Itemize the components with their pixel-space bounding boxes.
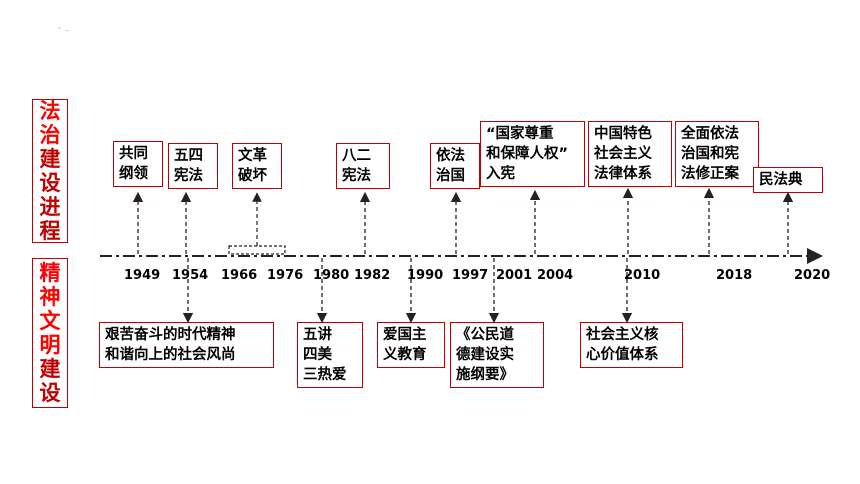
box-line: 和谐向上的社会风尚 <box>105 347 236 363</box>
box-line: 三热爱 <box>303 367 347 383</box>
year-label: 1990 <box>407 268 444 283</box>
box-line: 艰苦奋斗的时代精神 <box>105 327 236 343</box>
box-line: 爱国主 <box>383 327 427 343</box>
char: 精 <box>39 261 61 285</box>
spirit-box-core-values: 社会主义核 心价值体系 <box>580 322 683 368</box>
event-box-civil-code: 民法典 <box>753 167 823 193</box>
box-line: 五四 <box>174 148 203 164</box>
box-line: 法修正案 <box>681 166 739 182</box>
box-line: 全面依法 <box>681 126 739 142</box>
box-line: 文革 <box>238 148 267 164</box>
year-label: 2001 <box>496 268 533 283</box>
event-box-human-rights: “国家尊重 和保障人权” 入宪 <box>480 121 585 187</box>
box-line: 德建设实 <box>456 347 514 363</box>
year-label: 1980 <box>313 268 350 283</box>
char: 神 <box>39 285 61 309</box>
year-label: 2010 <box>624 268 661 283</box>
box-line: 八二 <box>342 148 371 164</box>
spirit-box-civic-morality: 《公民道 德建设实 施纲要》 <box>450 322 544 388</box>
year-label: 1966 <box>221 268 258 283</box>
char: 进 <box>39 195 61 219</box>
char: 建 <box>39 147 61 171</box>
box-line: 社会主义 <box>594 146 652 162</box>
year-label: 2018 <box>716 268 753 283</box>
decor-dots: · . <box>58 24 69 33</box>
event-box-1954-constitution: 五四 宪法 <box>168 143 218 189</box>
char: 文 <box>39 309 61 333</box>
event-box-1982-constitution: 八二 宪法 <box>336 143 390 189</box>
box-line: 治国和宪 <box>681 146 739 162</box>
event-box-rule-of-law: 依法 治国 <box>430 143 480 189</box>
spirit-box-hard-work: 艰苦奋斗的时代精神 和谐向上的社会风尚 <box>99 322 274 368</box>
spirit-box-patriotic-education: 爱国主 义教育 <box>377 322 445 368</box>
char: 明 <box>39 333 61 357</box>
char: 程 <box>39 219 61 243</box>
box-line: 共同 <box>119 146 148 162</box>
box-line: 社会主义核 <box>586 327 659 343</box>
event-box-legal-system: 中国特色 社会主义 法律体系 <box>588 121 672 187</box>
char: 设 <box>39 381 61 405</box>
box-line: 宪法 <box>174 168 203 184</box>
char: 建 <box>39 357 61 381</box>
spiritual-civilization-label: 精 神 文 明 建 设 <box>32 258 68 408</box>
year-label: 2004 <box>537 268 574 283</box>
box-line: 治国 <box>436 168 465 184</box>
box-line: 宪法 <box>342 168 371 184</box>
event-box-common-program: 共同 纲领 <box>113 141 163 187</box>
spirit-box-five-four-three: 五讲 四美 三热爱 <box>297 322 363 388</box>
box-line: 破坏 <box>238 168 267 184</box>
box-line: 义教育 <box>383 347 427 363</box>
box-line: 法律体系 <box>594 166 652 182</box>
box-line: 五讲 <box>303 327 332 343</box>
rule-of-law-label: 法 治 建 设 进 程 <box>32 99 68 243</box>
box-line: 纲领 <box>119 166 148 182</box>
box-line: 施纲要》 <box>456 367 514 383</box>
box-line: 四美 <box>303 347 332 363</box>
year-label: 1976 <box>267 268 304 283</box>
box-line: 入宪 <box>486 166 515 182</box>
box-line: 依法 <box>436 148 465 164</box>
char: 设 <box>39 171 61 195</box>
bracket-1966-1976 <box>228 245 286 255</box>
box-line: 和保障人权” <box>486 146 569 162</box>
event-box-constitution-amendment: 全面依法 治国和宪 法修正案 <box>675 121 759 187</box>
box-line: 中国特色 <box>594 126 652 142</box>
year-label: 1954 <box>172 268 209 283</box>
box-line: “国家尊重 <box>486 126 554 142</box>
year-label: 1949 <box>124 268 161 283</box>
box-line: 心价值体系 <box>586 347 659 363</box>
char: 法 <box>39 99 61 123</box>
year-label: 2020 <box>794 268 831 283</box>
year-label: 1982 <box>354 268 391 283</box>
box-line: 《公民道 <box>456 327 514 343</box>
char: 治 <box>39 123 61 147</box>
event-box-cultural-revolution: 文革 破坏 <box>232 143 282 189</box>
box-line: 民法典 <box>759 172 803 188</box>
year-label: 1997 <box>452 268 489 283</box>
